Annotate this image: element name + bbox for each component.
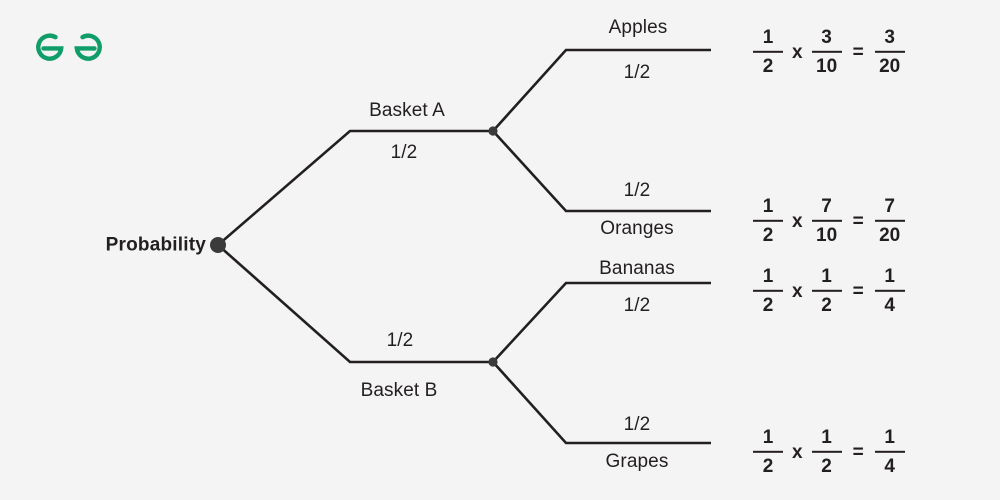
denominator: 2 <box>821 295 832 317</box>
numerator: 1 <box>884 265 895 287</box>
equals-operator: = <box>852 441 864 463</box>
edge-basket-b-grapes <box>492 361 711 445</box>
fraction-bar <box>753 450 783 454</box>
edge-basket-b-bananas <box>492 281 711 363</box>
numerator: 3 <box>884 26 895 48</box>
fraction-second: 1 2 <box>811 265 842 317</box>
equals-operator: = <box>852 210 864 232</box>
equation-oranges: 1 2 x 7 10 = 7 20 <box>751 197 907 245</box>
denominator: 20 <box>879 225 901 247</box>
denominator: 4 <box>884 295 895 317</box>
edge-root-basket-b <box>217 244 493 364</box>
fraction-bar <box>874 50 905 54</box>
denominator: 2 <box>762 56 774 78</box>
numerator: 1 <box>762 265 774 287</box>
leaf-probability-oranges: 1/2 <box>623 180 651 201</box>
fraction-bar <box>811 219 842 223</box>
fraction-bar <box>811 289 842 293</box>
edge-basket-a-apples <box>492 48 711 132</box>
leaf-label-apples: Apples <box>608 17 668 38</box>
numerator: 1 <box>762 195 774 217</box>
leaf-label-bananas: Bananas <box>599 258 675 279</box>
fraction-result: 3 20 <box>874 26 905 78</box>
branch-probability-basket-b: 1/2 <box>386 330 414 351</box>
leaf-probability-bananas: 1/2 <box>623 295 651 316</box>
leaf-probability-apples: 1/2 <box>623 62 651 83</box>
denominator: 10 <box>816 225 838 247</box>
equation-bananas: 1 2 x 1 2 = 1 4 <box>751 267 907 315</box>
fraction-bar <box>753 219 783 223</box>
numerator: 1 <box>762 26 774 48</box>
fraction-result: 7 20 <box>874 195 905 247</box>
fraction-bar <box>753 50 783 54</box>
fraction-bar <box>811 50 842 54</box>
numerator: 1 <box>884 426 895 448</box>
node-basket-b <box>488 357 498 367</box>
numerator: 7 <box>821 195 832 217</box>
numerator: 7 <box>884 195 895 217</box>
numerator: 1 <box>821 426 832 448</box>
geeksforgeeks-logo-icon <box>33 22 105 64</box>
fraction-first: 1 2 <box>753 428 783 476</box>
equation-apples: 1 2 x 3 10 = 3 20 <box>751 28 907 76</box>
multiply-operator: x <box>792 210 803 232</box>
node-root <box>210 237 226 253</box>
numerator: 1 <box>821 265 832 287</box>
edge-basket-a-oranges <box>492 130 711 213</box>
fraction-bar <box>811 450 842 454</box>
multiply-operator: x <box>792 41 803 63</box>
fraction-first: 1 2 <box>753 267 783 315</box>
edge-root-basket-a <box>217 129 493 246</box>
multiply-operator: x <box>792 280 803 302</box>
denominator: 2 <box>821 456 832 478</box>
numerator: 3 <box>821 26 832 48</box>
multiply-operator: x <box>792 441 803 463</box>
numerator: 1 <box>762 426 774 448</box>
leaf-label-grapes: Grapes <box>605 451 669 472</box>
node-basket-a <box>488 126 498 136</box>
fraction-first: 1 2 <box>753 197 783 245</box>
fraction-result: 1 4 <box>874 265 905 317</box>
fraction-bar <box>753 289 783 293</box>
denominator: 2 <box>762 295 774 317</box>
fraction-result: 1 4 <box>874 426 905 478</box>
equals-operator: = <box>852 41 864 63</box>
denominator: 4 <box>884 456 895 478</box>
denominator: 20 <box>879 56 901 78</box>
fraction-second: 7 10 <box>811 195 842 247</box>
fraction-first: 1 2 <box>753 28 783 76</box>
fraction-bar <box>874 219 905 223</box>
fraction-bar <box>874 289 905 293</box>
equation-grapes: 1 2 x 1 2 = 1 4 <box>751 428 907 476</box>
branch-label-basket-a: Basket A <box>369 100 445 121</box>
fraction-second: 3 10 <box>811 26 842 78</box>
branch-label-basket-b: Basket B <box>360 380 438 401</box>
denominator: 2 <box>762 225 774 247</box>
denominator: 2 <box>762 456 774 478</box>
branch-probability-basket-a: 1/2 <box>390 142 418 163</box>
root-label: Probability <box>105 234 206 256</box>
equals-operator: = <box>852 280 864 302</box>
fraction-second: 1 2 <box>811 426 842 478</box>
denominator: 10 <box>816 56 838 78</box>
leaf-label-oranges: Oranges <box>600 218 674 239</box>
leaf-probability-grapes: 1/2 <box>623 414 651 435</box>
fraction-bar <box>874 450 905 454</box>
